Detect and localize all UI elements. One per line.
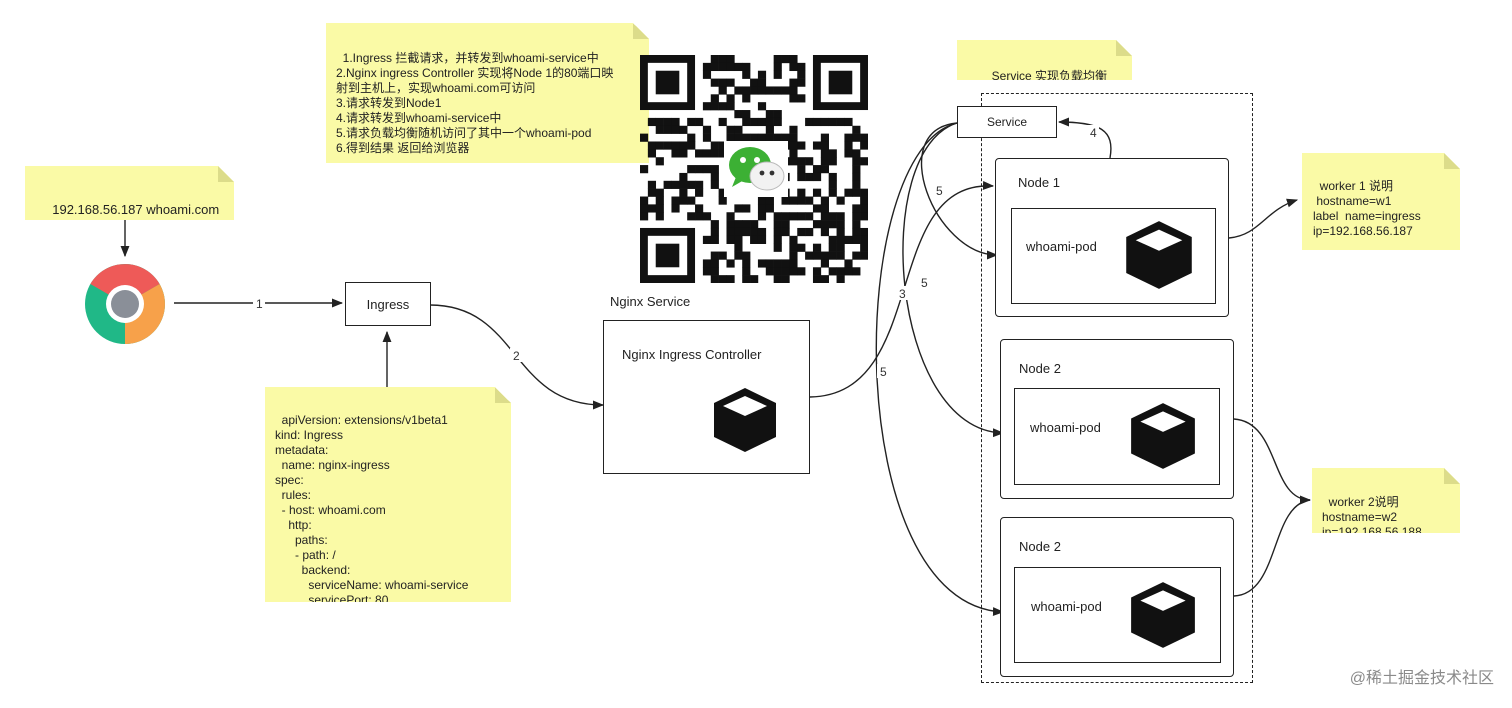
edge-label-3: 3 xyxy=(899,287,906,301)
nginx-controller-label: Nginx Ingress Controller xyxy=(622,347,762,362)
edge-label-2: 2 xyxy=(513,349,520,363)
steps-note: 1.Ingress 拦截请求，并转发到whoami-service中 2.Ngi… xyxy=(326,23,649,163)
steps-note-text: 1.Ingress 拦截请求，并转发到whoami-service中 2.Ngi… xyxy=(336,51,614,155)
pod-3: whoami-pod xyxy=(1014,567,1221,663)
wechat-icon xyxy=(724,141,788,197)
edge-pod1-to-worker1 xyxy=(1228,198,1299,239)
node-2a-label: Node 2 xyxy=(1019,361,1061,376)
cube-icon xyxy=(710,385,780,455)
node-2b: Node 2 whoami-pod xyxy=(1000,517,1234,677)
pod-1: whoami-pod xyxy=(1011,208,1216,304)
edge-5a xyxy=(920,122,999,260)
host-note: 192.168.56.187 whoami.com xyxy=(25,166,234,220)
worker2-text: worker 2说明 hostname=w2 ip=192.168.56.188 xyxy=(1322,495,1422,539)
pod-1-label: whoami-pod xyxy=(1026,239,1097,254)
worker1-text: worker 1 说明 hostname=w1 label name=ingre… xyxy=(1313,179,1421,238)
edge-label-5a: 5 xyxy=(936,184,943,198)
ingress-yaml-text: apiVersion: extensions/v1beta1 kind: Ing… xyxy=(275,413,469,607)
nginx-service-label: Nginx Service xyxy=(610,294,691,309)
node-2b-label: Node 2 xyxy=(1019,539,1061,554)
service-label: Service xyxy=(986,115,1027,129)
service-group xyxy=(981,93,1253,683)
qr-code-icon xyxy=(640,55,869,284)
host-note-text: 192.168.56.187 whoami.com xyxy=(52,202,220,217)
edge-4 xyxy=(1057,117,1112,159)
cube-icon xyxy=(1127,399,1199,473)
service-lb-text: Service 实现负载均衡 xyxy=(991,69,1108,83)
pod-3-label: whoami-pod xyxy=(1031,599,1102,614)
ingress-label: Ingress xyxy=(366,296,410,312)
worker2-note: worker 2说明 hostname=w2 ip=192.168.56.188 xyxy=(1312,468,1460,533)
node-2a: Node 2 whoami-pod xyxy=(1000,339,1234,499)
node-1-label: Node 1 xyxy=(1018,175,1060,190)
edge-label-1: 1 xyxy=(256,297,263,311)
edge-5c xyxy=(875,122,1005,617)
edge-label-5c: 5 xyxy=(880,365,887,379)
pod-2-label: whoami-pod xyxy=(1030,420,1101,435)
cube-icon xyxy=(1127,578,1199,652)
ingress-node: Ingress xyxy=(345,282,431,326)
pod-2: whoami-pod xyxy=(1014,388,1220,485)
watermark: @稀土掘金技术社区 xyxy=(1349,670,1494,687)
edge-pod3-to-worker2 xyxy=(1233,499,1311,597)
edge-label-5b: 5 xyxy=(921,276,928,290)
chrome-icon xyxy=(84,263,166,345)
edge-pod2-to-worker2 xyxy=(1233,418,1312,505)
worker1-note: worker 1 说明 hostname=w1 label name=ingre… xyxy=(1302,153,1460,250)
service-lb-note: Service 实现负载均衡 xyxy=(957,40,1132,80)
service-node: Service xyxy=(957,106,1057,138)
cube-icon xyxy=(1122,217,1196,293)
node-1: Node 1 whoami-pod xyxy=(995,158,1229,317)
nginx-controller-node: Nginx Ingress Controller xyxy=(603,320,810,474)
ingress-yaml-note: apiVersion: extensions/v1beta1 kind: Ing… xyxy=(265,387,511,602)
edge-label-4: 4 xyxy=(1090,126,1097,140)
